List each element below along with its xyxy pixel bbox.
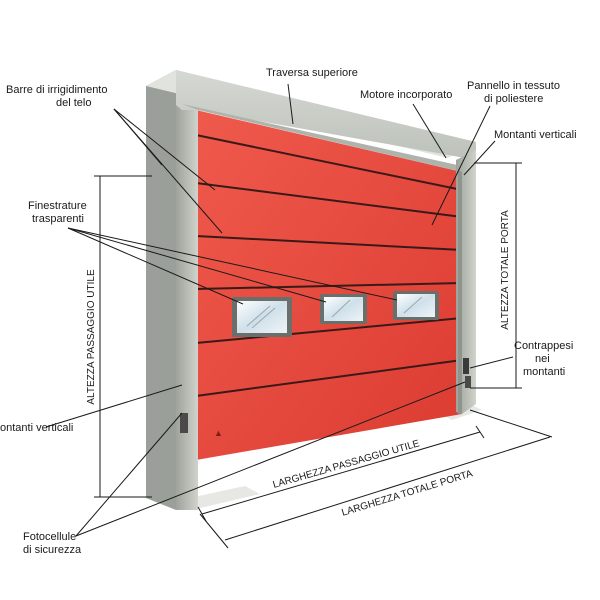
label-barre-irrigidimento: Barre di irrigidimento (6, 84, 107, 96)
label-contrappesi: Contrappesi (514, 340, 573, 352)
counterweight (463, 358, 469, 374)
label-motore-incorporato: Motore incorporato (360, 89, 452, 101)
window-glass (237, 301, 287, 333)
label-pannello-tessuto: Pannello in tessuto (467, 80, 560, 92)
photocell-right (465, 376, 471, 388)
stiffening-bar (195, 182, 463, 218)
brand-mark: ▲ (214, 428, 223, 438)
label-barre-irrigidimento-2: del telo (56, 97, 91, 109)
stiffening-bar (195, 134, 463, 191)
label-pannello-tessuto-2: di poliestere (484, 93, 543, 105)
window-glint (246, 305, 271, 327)
top-crossbar-front (176, 70, 476, 160)
dim-label-larghezza-passaggio-utile: LARGHEZZA PASSAGGIO UTILE (272, 438, 422, 491)
window-glint (251, 307, 276, 329)
photocell-left (180, 413, 188, 433)
dimension-lines (94, 162, 553, 549)
leader-lines (45, 83, 514, 537)
floor-shadow-left (180, 486, 260, 510)
dim-label-altezza-totale-porta: ALTEZZA TOTALE PORTA (500, 210, 511, 330)
transparent-windows (232, 291, 439, 337)
label-montanti-verticali-left: ontanti verticali (0, 422, 73, 434)
stiffening-bar (195, 235, 463, 251)
left-post-front (176, 70, 198, 510)
window-glint (403, 296, 423, 314)
label-contrappesi-3: montanti (523, 366, 565, 378)
stiffening-bar (195, 282, 463, 290)
label-fotocellule: Fotocellule (23, 531, 76, 543)
dim-width-total (224, 436, 551, 541)
label-fotocellule-2: di sicurezza (23, 544, 82, 556)
label-finestrature: Finestrature (28, 200, 87, 212)
left-post-side (146, 70, 176, 510)
window-glass (324, 297, 363, 321)
dim-width-inner (201, 431, 481, 515)
window-glint (331, 299, 351, 318)
label-contrappesi-2: nei (535, 353, 550, 365)
label-traversa-superiore: Traversa superiore (266, 67, 358, 79)
label-finestrature-2: trasparenti (32, 213, 84, 225)
dim-label-altezza-passaggio-utile: ALTEZZA PASSAGGIO UTILE (86, 269, 97, 405)
stiffening-bar (195, 317, 463, 344)
stiffening-bars (195, 134, 463, 397)
window-glass (397, 294, 435, 317)
right-post-inner (458, 170, 462, 414)
stiffening-bar (195, 359, 463, 397)
dim-label-larghezza-totale-porta: LARGHEZZA TOTALE PORTA (340, 468, 474, 518)
label-montanti-verticali-right: Montanti verticali (494, 129, 577, 141)
top-crossbar-underside (182, 104, 462, 172)
